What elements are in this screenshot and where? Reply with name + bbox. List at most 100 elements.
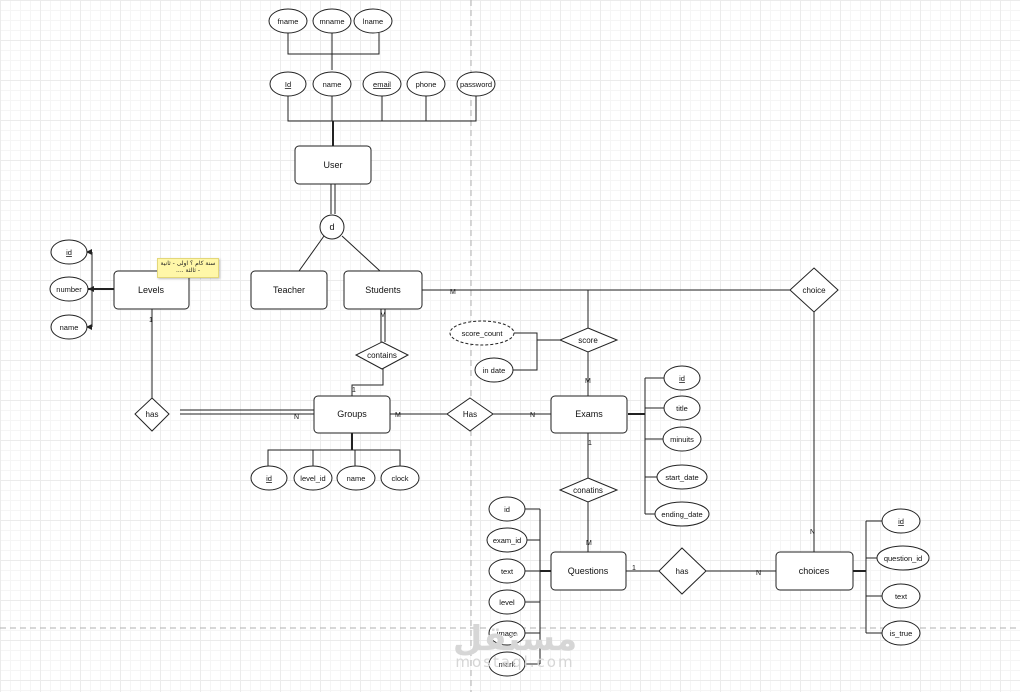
attribute-phone[interactable]: phone xyxy=(406,71,446,97)
relationship-questions-choices-label: has xyxy=(676,567,689,576)
attribute-exam-start-date-label: start_date xyxy=(665,473,698,482)
cardinality-groups-from-levels: N xyxy=(294,414,299,421)
relationship-students-choices-label: choice xyxy=(802,286,826,295)
entity-groups[interactable]: Groups xyxy=(313,395,391,434)
attribute-group-clock[interactable]: clock xyxy=(380,465,420,491)
level-attribute-arrows xyxy=(86,249,94,330)
attribute-question-image-label: image xyxy=(497,629,517,638)
relationship-levels-groups-label: has xyxy=(146,410,159,419)
attribute-score-count[interactable]: score_count xyxy=(449,320,515,346)
attribute-level-number[interactable]: number xyxy=(49,276,89,302)
attribute-choice-question-id-label: question_id xyxy=(884,554,922,563)
attribute-exam-id[interactable]: id xyxy=(663,365,701,391)
attribute-level-id-label: id xyxy=(66,248,72,257)
relationship-questions-choices[interactable]: has xyxy=(658,547,707,595)
attribute-in-date[interactable]: in date xyxy=(474,357,514,383)
attribute-phone-label: phone xyxy=(416,80,437,89)
attribute-question-level[interactable]: level xyxy=(488,589,526,615)
sticky-note-line-2: - ثالثة .... xyxy=(176,267,200,274)
attribute-mname[interactable]: mname xyxy=(312,8,352,34)
entity-teacher-label: Teacher xyxy=(273,285,305,295)
attribute-choice-text[interactable]: text xyxy=(881,583,921,609)
attribute-choice-id[interactable]: id xyxy=(881,508,921,534)
attribute-question-exam-id-label: exam_id xyxy=(493,536,521,545)
sticky-note-line-1: سنة كام ؟ اولى - ثانية xyxy=(160,260,216,267)
relationship-exams-questions[interactable]: conatins xyxy=(558,477,619,503)
cardinality-groups-to-exams: M xyxy=(395,412,401,419)
entity-students-label: Students xyxy=(365,285,401,295)
attribute-exam-minuits-label: minuits xyxy=(670,435,694,444)
attribute-question-level-label: level xyxy=(499,598,515,607)
cardinality-levels: 1 xyxy=(149,317,153,324)
entity-levels-label: Levels xyxy=(138,285,165,295)
attribute-group-level-id[interactable]: level_id xyxy=(293,465,333,491)
sticky-note[interactable]: سنة كام ؟ اولى - ثانية - ثالثة .... xyxy=(157,258,219,278)
attribute-email-label: email xyxy=(373,80,391,89)
attribute-question-mark[interactable]: mark xyxy=(488,651,526,677)
attribute-choice-question-id[interactable]: question_id xyxy=(876,545,930,571)
connectors xyxy=(86,33,882,665)
entity-exams-label: Exams xyxy=(575,409,603,419)
attribute-exam-start-date[interactable]: start_date xyxy=(656,464,708,490)
attribute-mname-label: mname xyxy=(319,17,344,26)
attribute-question-id[interactable]: id xyxy=(488,496,526,522)
attribute-email[interactable]: email xyxy=(362,71,402,97)
attribute-question-text[interactable]: text xyxy=(488,558,526,584)
attribute-fname-label: fname xyxy=(278,17,299,26)
cardinality-exams-from-score: M xyxy=(585,378,591,385)
attribute-group-id[interactable]: id xyxy=(250,465,288,491)
attribute-password[interactable]: password xyxy=(456,71,496,97)
cardinality-students: M xyxy=(380,312,386,319)
attribute-exam-id-label: id xyxy=(679,374,685,383)
attribute-question-mark-label: mark xyxy=(499,660,516,669)
attribute-choice-is-true[interactable]: is_true xyxy=(881,620,921,646)
relationship-disjoint[interactable]: d xyxy=(319,214,345,240)
entity-students[interactable]: Students xyxy=(343,270,423,310)
attribute-lname[interactable]: lname xyxy=(353,8,393,34)
attribute-group-level-id-label: level_id xyxy=(300,474,325,483)
entity-levels[interactable]: Levels xyxy=(113,270,190,310)
attribute-user-id-label: Id xyxy=(285,80,291,89)
relationship-groups-exams-label: Has xyxy=(463,410,477,419)
entity-teacher[interactable]: Teacher xyxy=(250,270,328,310)
entity-questions[interactable]: Questions xyxy=(550,551,627,591)
attribute-question-id-label: id xyxy=(504,505,510,514)
attribute-fname[interactable]: fname xyxy=(268,8,308,34)
attribute-exam-title[interactable]: title xyxy=(663,395,701,421)
entity-user[interactable]: User xyxy=(294,145,372,185)
attribute-choice-is-true-label: is_true xyxy=(890,629,913,638)
cardinality-questions-to-choices: 1 xyxy=(632,565,636,572)
relationship-students-choices[interactable]: choice xyxy=(789,267,839,313)
attribute-exam-ending-date[interactable]: ending_date xyxy=(654,501,710,527)
entity-choices-label: choices xyxy=(799,566,830,576)
cardinality-questions-from-exams: M xyxy=(586,540,592,547)
attribute-group-name[interactable]: name xyxy=(336,465,376,491)
cardinality-choices-from-questions: N xyxy=(756,570,761,577)
relationship-students-exams[interactable]: score xyxy=(558,327,619,353)
entity-exams[interactable]: Exams xyxy=(550,395,628,434)
attribute-question-text-label: text xyxy=(501,567,514,576)
attribute-user-name[interactable]: name xyxy=(312,71,352,97)
relationship-levels-groups[interactable]: has xyxy=(134,397,170,432)
attribute-level-id[interactable]: id xyxy=(50,239,88,265)
cardinality-choices-from-choice: N xyxy=(810,529,815,536)
attribute-question-exam-id[interactable]: exam_id xyxy=(486,527,528,553)
attribute-choice-id-label: id xyxy=(898,517,904,526)
relationship-students-groups[interactable]: contains xyxy=(354,341,410,370)
attribute-question-image[interactable]: image xyxy=(488,620,526,646)
attribute-level-name[interactable]: name xyxy=(50,314,88,340)
attribute-group-id-label: id xyxy=(266,474,272,483)
entity-groups-label: Groups xyxy=(337,409,367,419)
attribute-exam-ending-date-label: ending_date xyxy=(661,510,702,519)
entity-choices[interactable]: choices xyxy=(775,551,854,591)
entity-user-label: User xyxy=(323,160,342,170)
attribute-group-clock-label: clock xyxy=(391,474,408,483)
cardinality-students-to-score: M xyxy=(450,289,456,296)
attribute-user-id[interactable]: Id xyxy=(269,71,307,97)
cardinality-exams-to-questions: 1 xyxy=(588,440,592,447)
attribute-exam-minuits[interactable]: minuits xyxy=(662,426,702,452)
relationship-groups-exams[interactable]: Has xyxy=(446,397,494,432)
